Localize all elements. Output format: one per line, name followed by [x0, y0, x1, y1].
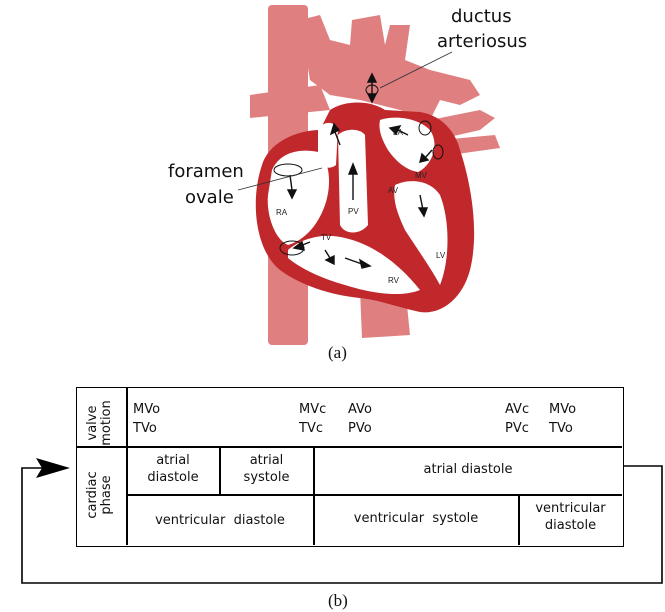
valve-event-group-5: MVo TVo [549, 400, 576, 438]
atrial-systole-cell: atrial systole [220, 452, 313, 486]
foramen-label-line1: foramen [168, 161, 244, 182]
ventricular-systole-cell: ventricular systole [314, 510, 518, 527]
row-header-valve-motion: valve motion [86, 393, 116, 453]
atrial-diastole-cell: atrial diastole [127, 452, 219, 486]
valve-label-pv: PV [348, 207, 359, 216]
valve-label-av: AV [388, 186, 399, 195]
chamber-label-ra: RA [276, 208, 288, 217]
caption-a: (a) [328, 343, 347, 363]
caption-b: (b) [328, 591, 348, 611]
heart-diagram: LA RA RV LV AV PV TV MV [0, 0, 665, 345]
chamber-label-lv: LV [436, 251, 446, 260]
atrial-diastole-long-cell: atrial diastole [314, 461, 622, 478]
valve-label-tv: TV [321, 233, 332, 242]
cardiac-cycle-table: valve motion cardiac phase MVo TVo MVc T… [76, 387, 624, 547]
valve-event-group-2: MVc TVc [299, 400, 326, 438]
ventricular-diastole-cell: ventricular diastole [127, 512, 313, 529]
valve-label-mv: MV [415, 171, 428, 180]
ventricular-diastole-end-cell: ventricular diastole [519, 500, 622, 534]
ductus-label-line2: arteriosus [437, 31, 527, 52]
chamber-label-la: LA [393, 128, 403, 137]
foramen-label-line2: ovale [185, 187, 234, 208]
valve-event-group-4: AVc PVc [505, 400, 529, 438]
ductus-label-line1: ductus [451, 6, 512, 27]
chamber-label-rv: RV [388, 276, 400, 285]
valve-event-group-1: MVo TVo [133, 400, 160, 438]
row-header-cardiac-phase: cardiac phase [86, 465, 116, 525]
valve-event-group-3: AVo PVo [348, 400, 372, 438]
